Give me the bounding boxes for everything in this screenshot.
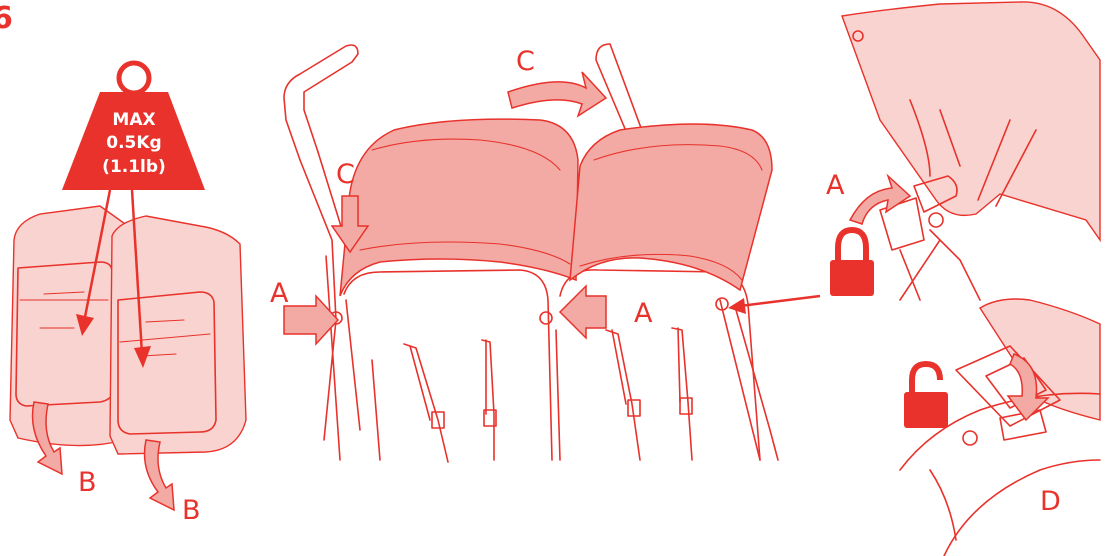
storage-bag-right (109, 215, 247, 455)
label-c-top: C (516, 46, 535, 77)
stroller-illustration (283, 43, 779, 463)
lock-open-icon (904, 360, 948, 428)
arrow-a-detail (848, 173, 912, 225)
arrow-lock-pointer (728, 294, 821, 314)
arrow-b-right (143, 439, 175, 512)
label-d-detail: D (1040, 486, 1061, 517)
canopy-hinge-detail (841, 1, 1101, 301)
label-a-middle: A (634, 298, 653, 329)
weight-icon (62, 60, 205, 190)
weight-max-text: MAX (112, 110, 155, 130)
arrow-c-top (507, 71, 608, 118)
arrow-c-down (330, 195, 370, 254)
arrow-d-detail (1006, 353, 1050, 422)
arrow-b-left (31, 401, 63, 476)
label-b-left: B (78, 467, 97, 498)
arrow-a-middle (558, 284, 607, 340)
label-a-left: A (270, 278, 289, 309)
release-latch-detail (899, 298, 1101, 556)
lock-closed-icon (830, 226, 874, 296)
step-number: 6 (0, 1, 13, 36)
weight-arrows (76, 189, 151, 368)
weight-value-lb: (1.1lb) (102, 157, 166, 177)
arrow-a-left (283, 294, 340, 346)
weight-value-kg: 0.5Kg (106, 133, 161, 153)
label-c-left: C (336, 159, 355, 190)
label-a-detail: A (826, 170, 845, 201)
label-b-right: B (182, 495, 201, 526)
